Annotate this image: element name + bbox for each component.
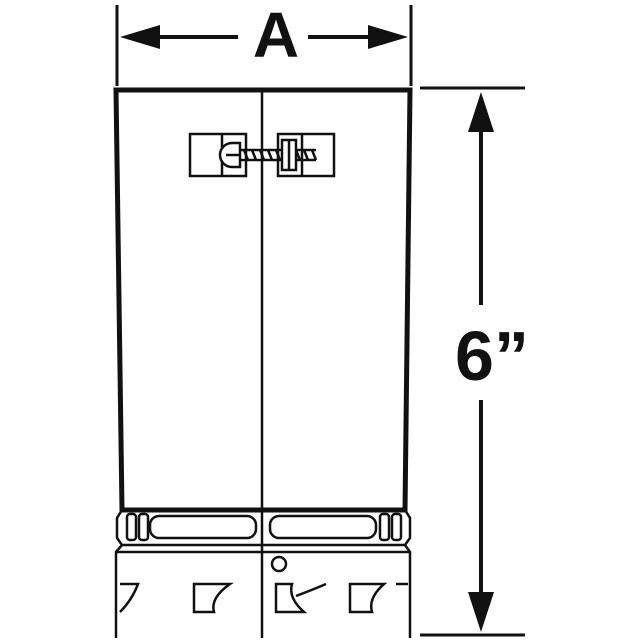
crimp-slot-left [148,514,258,540]
crimp-band-outline [115,509,412,547]
crimp-rivet-2 [137,512,150,542]
height-arrow-head-top [468,92,494,132]
crimp-tab-3-curve [295,582,327,598]
width-arrow-head-left [120,25,160,49]
crimp-slot-right [268,514,378,540]
height-dimension [420,86,525,637]
crimp-rivet-1 [125,512,138,542]
clamp-assembly [188,132,336,178]
crimp-tab-3 [274,582,308,614]
crimp-tab-4 [348,582,388,614]
crimped-end-hole [270,555,288,573]
width-label: A [253,0,299,71]
width-dimension [115,5,413,86]
crimp-tab-1 [119,582,140,613]
crimped-end [114,544,412,638]
crimp-rivet-3 [378,512,391,542]
crimp-band [115,509,412,547]
height-arrow-head-bottom [468,592,494,632]
crimp-tab-2 [192,582,234,614]
crimp-rivet-4 [390,512,403,542]
height-label: 6” [455,317,529,395]
width-arrow-head-right [368,25,408,49]
pipe-body [113,87,413,638]
